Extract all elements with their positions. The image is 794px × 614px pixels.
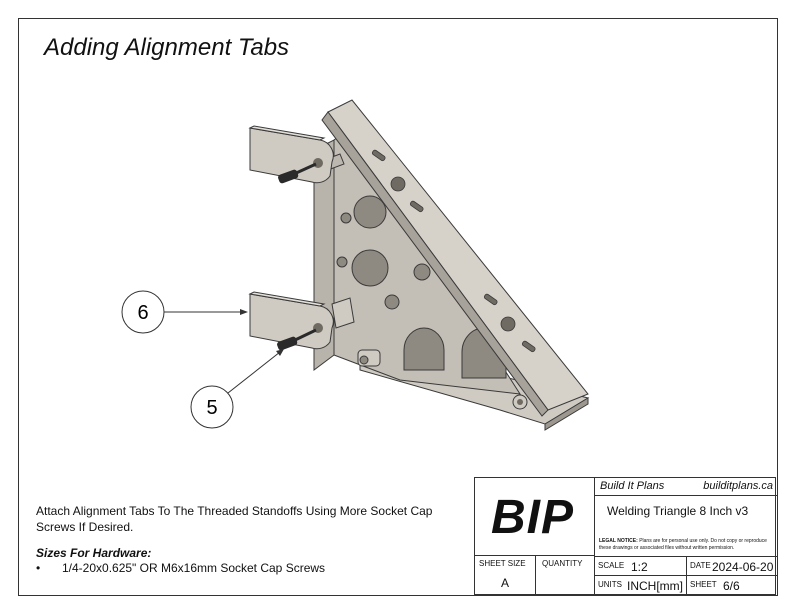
units-value: INCH[mm] <box>627 579 683 593</box>
instruction-note: Attach Alignment Tabs To The Threaded St… <box>36 504 433 534</box>
base-plate-edge <box>544 397 589 431</box>
scale-value: 1:2 <box>631 560 648 574</box>
standoff-base-right <box>512 394 528 410</box>
units-label: UNITS <box>598 580 622 589</box>
sheet-label: SHEET <box>690 580 717 589</box>
sheet-size-value: A <box>501 576 510 590</box>
units-cell: UNITS INCH[mm] <box>595 576 687 596</box>
hardware-heading: Sizes For Hardware: <box>36 546 152 560</box>
callout-5: 5 <box>190 349 284 429</box>
legal-notice: LEGAL NOTICE: Plans are for personal use… <box>599 538 775 552</box>
drawing-name-cell: Welding Triangle 8 Inch v3 <box>595 496 777 536</box>
drawing-name: Welding Triangle 8 Inch v3 <box>607 504 749 518</box>
sheet-cell: SHEET 6/6 <box>687 576 777 596</box>
logo-text: BIP <box>491 491 575 544</box>
date-label: DATE <box>690 561 711 570</box>
standoff-base-left <box>357 349 381 367</box>
company-row: Build It Plans builditplans.ca <box>595 478 777 496</box>
scale-label: SCALE <box>598 561 625 570</box>
date-cell: DATE 2024-06-20 <box>687 556 777 576</box>
sheet-size-label: SHEET SIZE <box>479 559 526 568</box>
alignment-tab-upper <box>248 125 334 184</box>
company-website: builditplans.ca <box>703 480 773 492</box>
hardware-item: • 1/4-20x0.625" OR M6x16mm Socket Cap Scr… <box>36 561 325 575</box>
legal-label: LEGAL NOTICE: <box>599 538 638 544</box>
callout-6: 6 <box>121 290 248 334</box>
quantity-label: QUANTITY <box>542 559 583 568</box>
title-block: BIP Build It Plans builditplans.ca Weldi… <box>474 477 777 596</box>
callout-6-label: 6 <box>137 302 148 324</box>
bar-slots <box>371 149 536 353</box>
standoff-lower <box>331 297 355 329</box>
hardware-item-text: 1/4-20x0.625" OR M6x16mm Socket Cap Scre… <box>62 561 326 575</box>
callout-5-label: 5 <box>206 397 217 419</box>
quantity-cell: QUANTITY <box>536 556 595 596</box>
sheet-value: 6/6 <box>723 579 740 593</box>
bullet-icon: • <box>36 561 41 575</box>
drawing-frame <box>18 18 778 596</box>
angled-bar-side <box>321 111 549 417</box>
date-value: 2024-06-20 <box>712 560 774 574</box>
logo: BIP <box>475 478 595 556</box>
sheet-size-cell: SHEET SIZE A <box>475 556 536 596</box>
legal-text: Plans are for personal use only. Do not … <box>599 538 767 551</box>
page-title: Adding Alignment Tabs <box>44 34 290 61</box>
alignment-tab-lower <box>248 291 334 351</box>
scale-cell: SCALE 1:2 <box>595 556 687 576</box>
company-name: Build It Plans <box>600 480 665 492</box>
